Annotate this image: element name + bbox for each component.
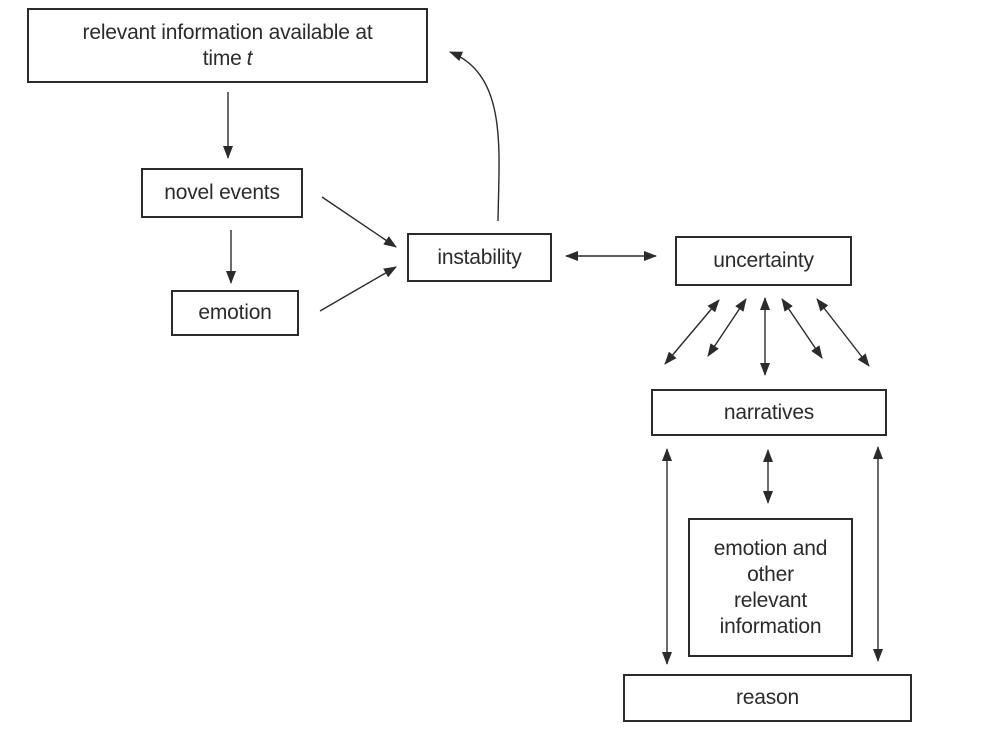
emotion-info-line1: emotion and [713,536,828,560]
arrow-uncertainty-narratives-fan-4 [781,298,823,359]
emotion-info-line3: relevant [733,588,808,612]
node-reason: reason [623,674,912,722]
emotion-info-line4: information [719,614,822,638]
instability-label: instability [437,245,522,269]
node-instability: instability [407,233,552,282]
relevant-info-line1: relevant information available at [82,20,373,44]
arrow-emotion-to-instability [319,266,397,312]
arrow-uncertainty-narratives-fan-5 [816,298,870,367]
node-narratives: narratives [651,389,887,436]
arrow-uncertainty-narratives-fan-2 [707,298,747,357]
node-emotion: emotion [171,290,299,336]
node-uncertainty: uncertainty [675,236,852,286]
arrow-instability-to-relevant-info-curved [449,51,500,222]
relevant-info-line2-text: time [202,46,242,70]
uncertainty-label: uncertainty [713,249,814,272]
node-emotion-and-other-relevant-information: emotion and other relevant information [688,518,853,657]
emotion-info-line2: other [747,562,794,586]
arrow-novel-events-to-instability [321,196,397,248]
reason-label: reason [735,686,799,709]
node-novel-events: novel events [141,168,303,218]
relevant-info-time-variable: t [246,46,253,70]
narratives-label: narratives [723,400,815,424]
emotion-label: emotion [198,301,272,324]
arrow-uncertainty-narratives-fan-1 [664,299,720,365]
novel-events-label: novel events [164,181,280,204]
